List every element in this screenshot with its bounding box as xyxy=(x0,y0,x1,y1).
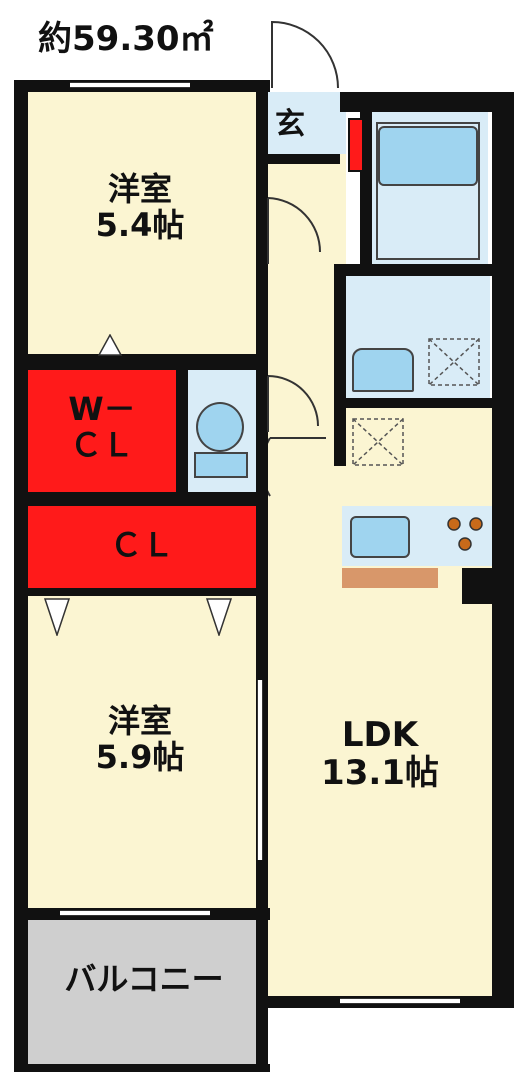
wall-wcl-right xyxy=(176,370,188,492)
wall-kitchen-post xyxy=(462,568,492,604)
wall-wash-left xyxy=(334,276,346,466)
door-swing-room1 xyxy=(267,197,321,264)
ldk-name: LDK xyxy=(341,715,419,755)
area-label: 約59.30㎡ xyxy=(38,19,214,59)
fridge-space xyxy=(352,418,404,466)
wall-room1-bottom xyxy=(28,354,256,370)
room1-name: 洋室 xyxy=(107,170,172,208)
wall-wash-bottom xyxy=(346,398,492,408)
entrance-label: 玄 xyxy=(275,107,305,142)
door-mark-room1 xyxy=(98,334,122,356)
wall-bottom-balcony xyxy=(14,1064,270,1072)
washing-machine-space xyxy=(428,338,480,386)
ldk-size: 13.1帖 xyxy=(321,753,439,794)
room2-name: 洋室 xyxy=(107,702,172,740)
walk-in-closet xyxy=(28,370,176,492)
door-mark-cl-left xyxy=(44,598,70,636)
toilet-tank xyxy=(194,452,248,478)
western-room-2 xyxy=(28,596,256,908)
bathtub-surround xyxy=(376,122,480,260)
wall-cl-bottom xyxy=(28,588,256,596)
wall-entrance-bottom xyxy=(268,154,340,164)
balcony xyxy=(28,920,256,1066)
balcony-label: バルコニー xyxy=(64,960,224,998)
wall-bath-bottom xyxy=(334,264,492,276)
bathtub xyxy=(378,126,478,186)
stove-icon xyxy=(447,517,483,551)
entrance-floor xyxy=(268,92,346,154)
closet xyxy=(28,506,256,588)
door-swing-toilet xyxy=(267,375,319,432)
wcl-line1: W－ xyxy=(68,390,136,428)
western-room-1 xyxy=(28,92,256,354)
room1-label: 洋室 5.4帖 xyxy=(60,170,220,244)
wcl-label: W－ ＣＬ xyxy=(40,390,164,464)
window-ldk-bottom xyxy=(340,998,460,1004)
room2-label: 洋室 5.9帖 xyxy=(60,702,220,776)
room1-size: 5.4帖 xyxy=(95,205,185,244)
room2-size: 5.9帖 xyxy=(95,737,185,776)
wall-wcl-bottom xyxy=(28,492,256,506)
kitchen-sink xyxy=(350,516,410,558)
window-balcony-top xyxy=(60,910,210,916)
closet-label: ＣＬ xyxy=(109,526,174,564)
wash-basin xyxy=(352,348,414,392)
toilet-bowl xyxy=(196,402,244,452)
door-swing-ldk xyxy=(268,437,326,497)
door-mark-cl-right xyxy=(206,598,232,636)
shoe-cabinet xyxy=(348,118,364,172)
counter-top xyxy=(342,568,438,588)
wall-left xyxy=(14,80,28,1070)
ldk-label: LDK 13.1帖 xyxy=(300,716,460,792)
window-room2-side xyxy=(257,680,263,860)
door-swing-entrance xyxy=(271,20,339,89)
wall-right xyxy=(492,92,514,1006)
wall-top-right xyxy=(340,92,514,112)
wcl-line2: ＣＬ xyxy=(69,425,134,464)
window-top-left xyxy=(70,82,190,88)
